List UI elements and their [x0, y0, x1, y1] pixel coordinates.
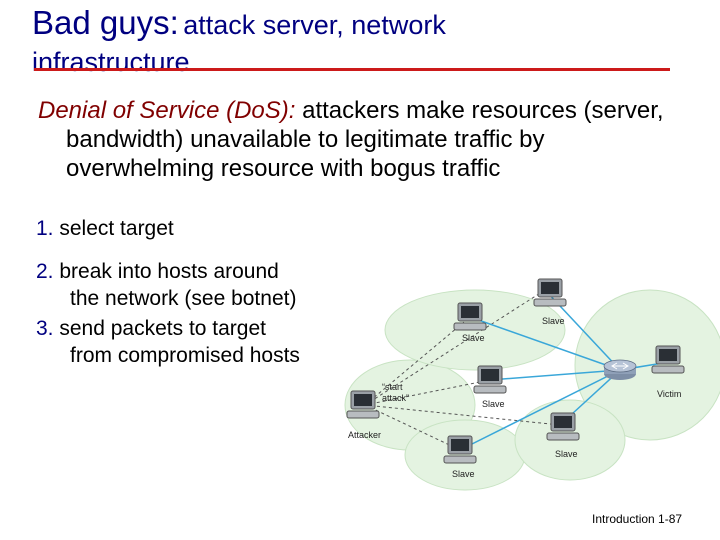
step-1-number: 1.	[36, 217, 54, 240]
slave-host-icon-2	[533, 278, 567, 307]
dos-text: attackers make resources (server, bandwi…	[66, 97, 664, 182]
attack-link-1	[469, 316, 621, 371]
attacker-host-icon	[346, 390, 380, 419]
slave-host-icon-1	[453, 302, 487, 331]
title-underline	[34, 68, 670, 71]
step-3-continuation: from compromised hosts	[70, 344, 300, 367]
start-attack-label: “start attack”	[382, 382, 409, 403]
router-icon	[603, 359, 637, 380]
step-3-text: send packets to target	[59, 317, 266, 340]
title-main: Bad guys:	[32, 4, 179, 41]
slave-host-icon-3	[473, 365, 507, 394]
title-rest: attack server, network	[183, 10, 446, 40]
slave-host-icon-5	[546, 412, 580, 441]
step-1-text: select target	[59, 217, 174, 240]
attacker-link-5	[364, 404, 561, 426]
title-line2: infrastructure	[32, 47, 190, 77]
slave-label-5: Slave	[555, 449, 578, 459]
slave-label-3: Slave	[482, 399, 505, 409]
step-3-number: 3.	[36, 317, 54, 340]
dos-term: Denial of Service (DoS):	[38, 97, 296, 124]
attack-link-4	[459, 369, 621, 451]
slide-footer: Introduction 1-87	[592, 512, 683, 526]
victim-label: Victim	[657, 389, 681, 399]
attacker-label: Attacker	[348, 430, 381, 440]
slave-host-icon-4	[443, 435, 477, 464]
slave-label-1: Slave	[462, 333, 485, 343]
ddos-diagram: Slave Slave Slave Slave Slave Victim Att…	[344, 278, 720, 491]
step-3: 3. send packets to target from compromis…	[36, 315, 346, 369]
step-2-number: 2.	[36, 260, 54, 283]
step-2-continuation: the network (see botnet)	[70, 287, 297, 310]
attack-link-3	[489, 369, 621, 381]
cloud-bottom	[404, 419, 526, 491]
step-2-text: break into hosts around	[59, 260, 279, 283]
victim-host-icon	[651, 345, 685, 374]
step-2: 2. break into hosts around the network (…	[36, 258, 336, 312]
slide-title: Bad guys: attack server, network infrast…	[32, 6, 672, 79]
slave-label-4: Slave	[452, 469, 475, 479]
dos-definition: Denial of Service (DoS): attackers make …	[38, 96, 678, 183]
step-1: 1. select target	[36, 215, 174, 242]
attacker-link-1	[364, 316, 471, 406]
slave-label-2: Slave	[542, 316, 565, 326]
